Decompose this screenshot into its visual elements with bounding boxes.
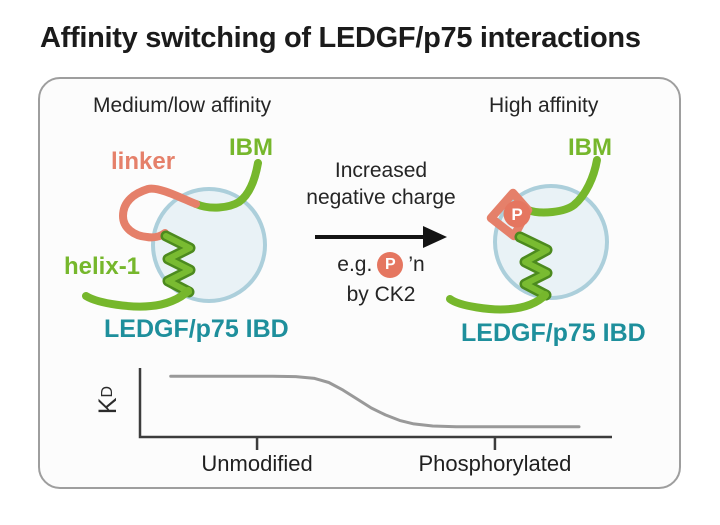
helix1-label: helix-1	[64, 253, 141, 280]
arrowhead-icon	[423, 226, 447, 248]
state-label-left: Medium/low affinity	[93, 94, 272, 117]
x-tick-label-phosphorylated: Phosphorylated	[418, 451, 572, 476]
phosphate-icon: P	[377, 252, 404, 278]
c-terminal-tail	[446, 291, 549, 314]
ibm-strand	[524, 156, 601, 217]
ibm-strand	[192, 159, 262, 212]
reaction-arrow	[315, 226, 447, 248]
phosphate-badge-circle	[503, 200, 531, 228]
helix-ribbon-front	[163, 233, 193, 295]
x-tick-label-unmodified: Unmodified	[201, 451, 313, 476]
protein-diagram-medium-affinity	[82, 159, 267, 311]
kinase-label: by CK2	[346, 283, 416, 306]
kd-curve	[169, 374, 581, 429]
charge-annotation-line1: Increased	[334, 159, 428, 182]
c-terminal-tail	[82, 287, 192, 311]
charge-annotation-line2: negative charge	[306, 186, 456, 209]
example-prefix: e.g.	[337, 253, 373, 276]
protein-diagram-high-affinity: P	[446, 156, 609, 314]
ibm-label-left: IBM	[229, 134, 273, 161]
domain-label-right: LEDGF/p75 IBD	[461, 319, 646, 347]
linker-label: linker	[111, 148, 176, 175]
ibm-label-right: IBM	[568, 134, 612, 161]
figure-title: Affinity switching of LEDGF/p75 interact…	[40, 22, 641, 54]
kd-chart-svg	[138, 368, 612, 450]
state-label-right: High affinity	[489, 94, 599, 117]
y-axis-label-main: K	[93, 397, 122, 415]
domain-label-left: LEDGF/p75 IBD	[104, 315, 289, 343]
phosphorylation-example: e.g. P ’n	[283, 252, 479, 278]
charge-annotation: Increased negative charge	[283, 157, 479, 211]
phosphate-badge-letter: P	[511, 205, 522, 224]
linker-strand	[118, 184, 200, 242]
helix-ribbon-front	[517, 234, 550, 298]
example-suffix: ’n	[408, 253, 425, 276]
chart-axes	[138, 368, 612, 439]
